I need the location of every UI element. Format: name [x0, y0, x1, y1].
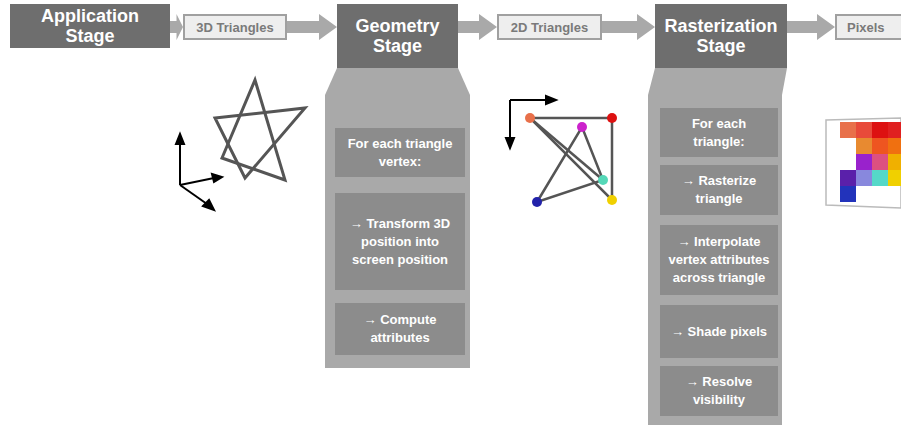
step-box: → Shade pixels	[660, 305, 778, 358]
data-tag: Pixels	[835, 14, 901, 40]
step-box: → Transform 3D position into screen posi…	[335, 193, 465, 290]
flow-arrow	[787, 14, 835, 40]
step-box: For each triangle:	[660, 108, 778, 157]
node-text: For each triangle:	[666, 115, 772, 151]
flow-arrow	[602, 14, 655, 40]
node-text: For each triangle vertex:	[341, 135, 459, 171]
step-box: → Rasterize triangle	[660, 165, 778, 215]
step-box: → Resolve visibility	[660, 366, 778, 416]
step-box: For each triangle vertex:	[335, 128, 465, 177]
stage-box: Geometry Stage	[337, 4, 458, 68]
2d-axes	[506, 96, 556, 148]
node-text: → Shade pixels	[671, 323, 767, 341]
node-text: → Rasterize triangle	[666, 172, 772, 208]
flow-arrow	[170, 14, 183, 40]
node-text: → Compute attributes	[341, 311, 459, 347]
raster-panel	[648, 68, 787, 425]
node-text: 3D Triangles	[196, 20, 273, 35]
vertex-dots	[525, 113, 617, 207]
geometry-panel	[325, 68, 470, 368]
node-text: Rasterization Stage	[661, 16, 781, 56]
data-tag: 3D Triangles	[183, 14, 287, 40]
node-text: Application Stage	[16, 6, 164, 46]
2d-triangles	[530, 118, 612, 202]
node-text: 2D Triangles	[511, 20, 588, 35]
node-text: → Interpolate vertex attributes across t…	[666, 233, 772, 287]
node-text: Geometry Stage	[343, 16, 452, 56]
pixel-grid	[826, 118, 901, 208]
flow-arrow	[458, 14, 497, 40]
stage-box: Rasterization Stage	[655, 4, 787, 68]
3d-axes	[176, 134, 222, 210]
node-text: Pixels	[847, 20, 885, 35]
data-tag: 2D Triangles	[497, 14, 602, 40]
node-text: → Transform 3D position into screen posi…	[341, 215, 459, 269]
step-box: → Compute attributes	[335, 303, 465, 355]
step-box: → Interpolate vertex attributes across t…	[660, 225, 778, 295]
flow-arrow	[287, 14, 337, 40]
3d-triangles	[215, 80, 305, 180]
stage-box: Application Stage	[10, 4, 170, 48]
node-text: → Resolve visibility	[666, 373, 772, 409]
